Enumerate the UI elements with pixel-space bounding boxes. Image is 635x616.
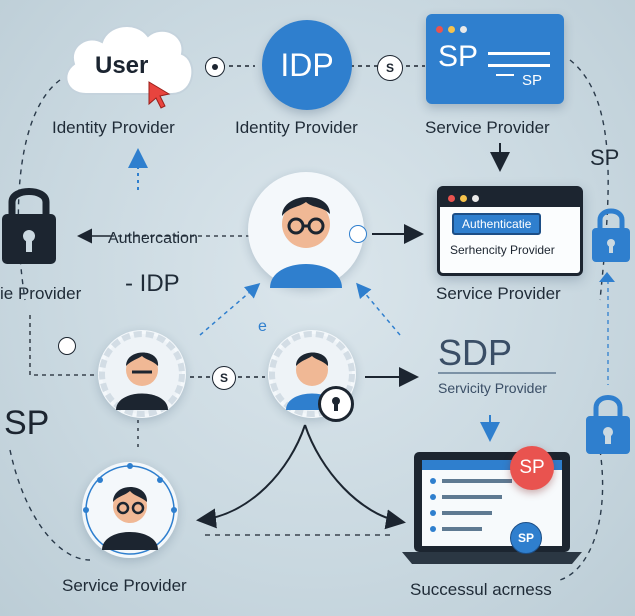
idp-circle: IDP — [262, 20, 352, 110]
center-avatar — [248, 172, 364, 288]
connector-node-s: S — [377, 55, 403, 81]
node-e: e — [258, 318, 267, 335]
sp-badge: SP — [510, 446, 554, 490]
sp-card-sub: SP — [522, 72, 543, 89]
center-node-dot — [349, 225, 367, 243]
cloud-icon — [65, 24, 194, 95]
left-provider-label: ie Provider — [0, 284, 82, 303]
right-sp-label: SP — [590, 145, 620, 170]
sp-card-line — [488, 52, 550, 55]
left-auth-label: Authercation — [108, 230, 198, 247]
auth-window: Authenticatie Serhencity Provider — [437, 186, 583, 276]
sdp-caption: Servicity Provider — [438, 380, 547, 396]
lock-icon — [2, 188, 56, 264]
auth-window-text: Serhencity Provider — [450, 243, 555, 257]
sp-card: SP SP — [426, 14, 564, 104]
idp-caption: Identity Provider — [235, 118, 358, 137]
lock-icon — [586, 395, 630, 454]
lock-icon — [592, 208, 630, 262]
connector-node-left-mid — [58, 337, 76, 355]
window-dots — [436, 20, 472, 38]
bottom-left-caption: Service Provider — [62, 576, 187, 595]
sdp-title: SDP — [438, 332, 513, 373]
laptop-caption: Successul acrness — [410, 580, 552, 599]
user-avatar-icon — [99, 331, 185, 417]
arrow-icon — [599, 272, 615, 282]
user-avatar-icon — [270, 196, 342, 288]
sp-card-title: SP — [438, 40, 479, 73]
keyhole-icon — [318, 386, 354, 422]
sp-caption: Service Provider — [425, 118, 550, 137]
cloud-user-text: User — [95, 52, 149, 79]
connector-node-left — [205, 57, 225, 77]
cloud-caption: Identity Provider — [52, 118, 175, 137]
authenticate-button[interactable]: Authenticatie — [452, 213, 542, 235]
sp-card-line — [488, 64, 550, 67]
left-idp-label: - IDP — [125, 270, 180, 297]
bottom-avatar — [82, 462, 178, 558]
laptop-icon — [402, 452, 582, 564]
window-dots — [448, 189, 484, 207]
cursor-icon — [148, 81, 171, 109]
sp-card-dash — [496, 74, 514, 76]
user-avatar-icon — [83, 463, 177, 555]
left-gear-avatar — [98, 330, 186, 418]
connector-node-s: S — [212, 366, 236, 390]
laptop-sp-pill: SP — [510, 522, 542, 554]
left-sp-label: SP — [4, 404, 50, 442]
auth-window-titlebar — [440, 189, 580, 207]
sdp-divider — [438, 372, 556, 374]
auth-window-caption: Service Provider — [436, 284, 561, 303]
